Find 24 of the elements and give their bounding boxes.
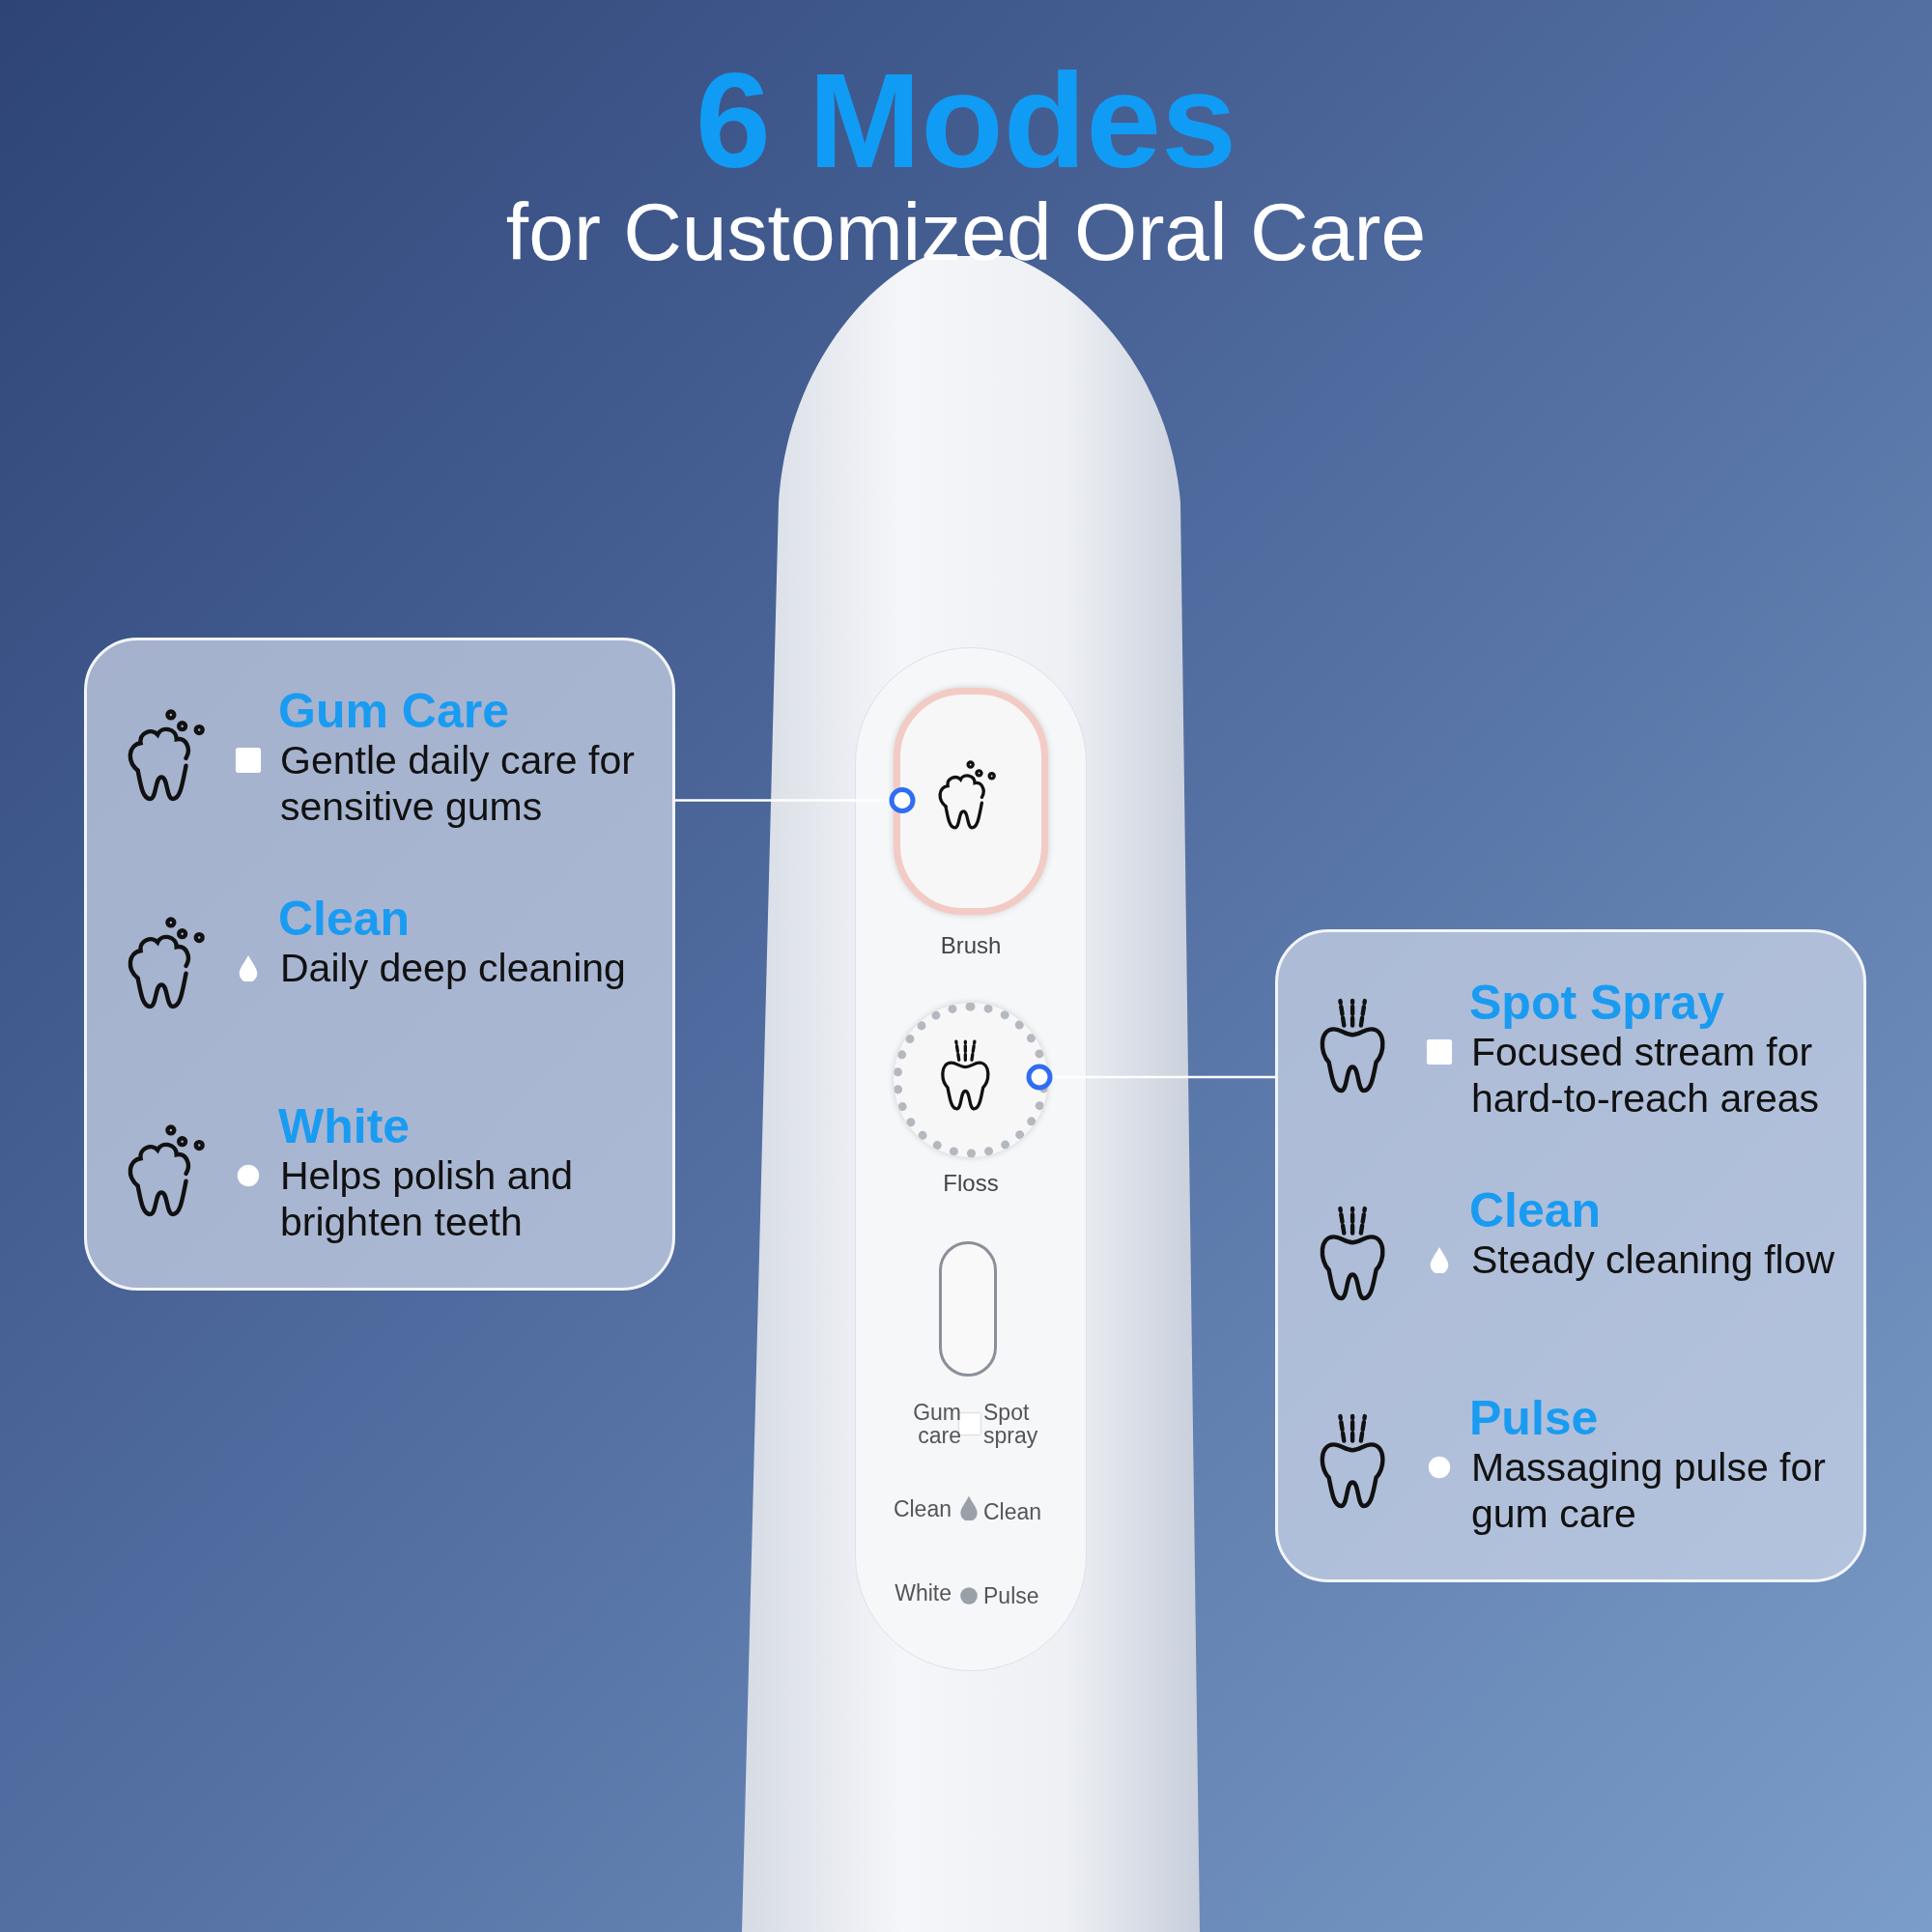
mode-label: Clean — [892, 1497, 952, 1520]
mode-title: Pulse — [1469, 1390, 1599, 1446]
mode-title: Clean — [1469, 1182, 1602, 1238]
mode-label: White — [894, 1581, 952, 1605]
mode-description: Massaging pulse for gum care — [1471, 1444, 1827, 1537]
mode-description: Helps polish and brighten teeth — [280, 1152, 575, 1245]
mode-title: White — [278, 1098, 411, 1154]
mode-label: Gum care — [912, 1401, 961, 1447]
mode-panel — [1275, 929, 1866, 1582]
mode-title: Gum Care — [278, 683, 509, 739]
mode-label: Pulse — [983, 1584, 1040, 1607]
mode-label: Spot spray — [983, 1401, 1039, 1447]
mode-description: Focused stream for hard-to-reach areas — [1471, 1029, 1821, 1122]
mode-description: Gentle daily care for sensitive gums — [280, 737, 636, 830]
leader-line — [675, 787, 916, 813]
mode-title: Spot Spray — [1469, 975, 1724, 1031]
button-label: Floss — [942, 1172, 1000, 1195]
mode-description: Steady cleaning flow — [1471, 1236, 1836, 1283]
mode-description: Daily deep cleaning — [280, 945, 627, 991]
mode-panel — [84, 638, 675, 1291]
mode-label: Clean — [983, 1500, 1043, 1523]
leader-line — [1026, 1064, 1275, 1091]
mode-title: Clean — [278, 891, 411, 947]
button-label: Brush — [939, 934, 1003, 957]
